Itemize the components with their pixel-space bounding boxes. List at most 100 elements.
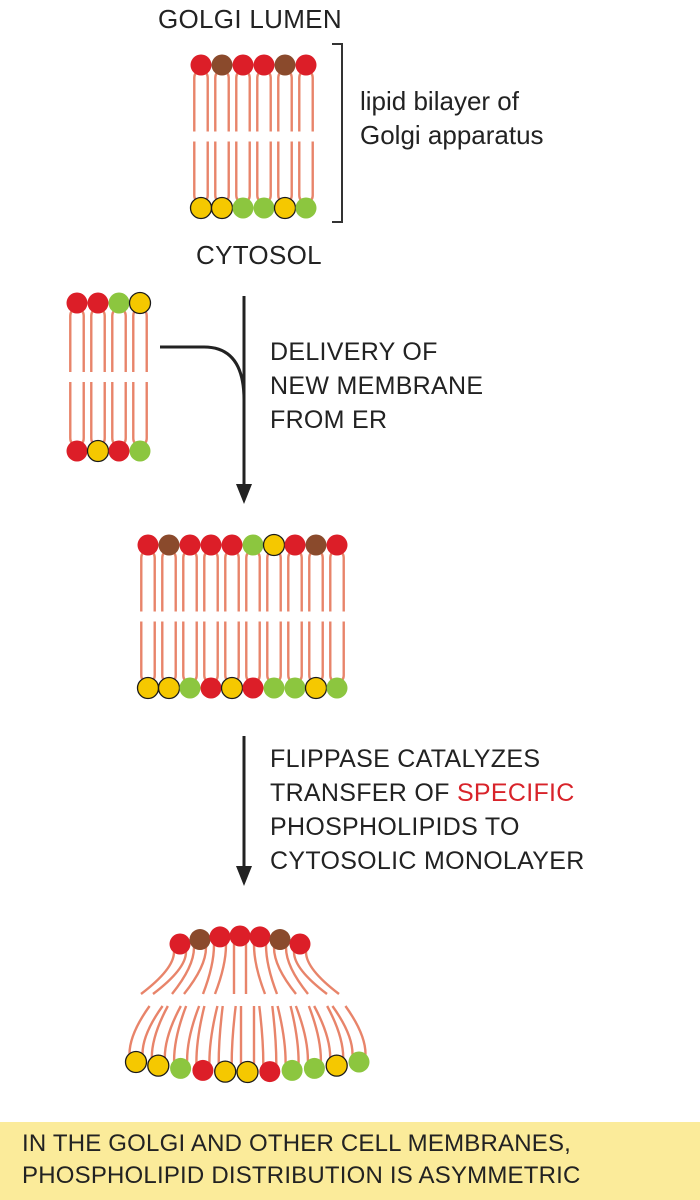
lipid-head-yellow (325, 1054, 348, 1077)
delivery-line-2: NEW MEMBRANE (270, 372, 484, 400)
lipid-head-yellow (220, 676, 244, 700)
upper-lipid-tail (245, 550, 261, 612)
lower-lipid-tail (182, 621, 198, 683)
bilayer-caption: lipid bilayer of Golgi apparatus (360, 84, 544, 152)
flippase-line-3: PHOSPHOLIPIDS TO (270, 813, 520, 841)
lipid-head-green (284, 677, 306, 699)
lipid-head-yellow (273, 196, 297, 220)
lipid-head-red (326, 534, 348, 556)
delivery-line-3: FROM ER (270, 406, 388, 434)
upper-lipid-tail (329, 550, 345, 612)
curved-asymmetric-bilayer (124, 925, 370, 1084)
upper-lipid-tail (224, 550, 240, 612)
lipid-head-yellow (262, 533, 286, 557)
lipid-head-yellow (210, 196, 234, 220)
lipid-head-red (137, 534, 159, 556)
lipid-head-red (87, 292, 109, 314)
upper-lipid-tail (203, 550, 219, 612)
lower-lipid-tail (132, 382, 148, 446)
flippase-step-text: FLIPPASE CATALYZES TRANSFER OF SPECIFIC … (270, 742, 585, 878)
lower-lipid-tail (140, 621, 156, 683)
lower-lipid-tail (266, 621, 282, 683)
lipid-head-brown (189, 929, 211, 951)
lipid-head-red (289, 933, 311, 955)
upper-lipid-tail (308, 550, 324, 612)
fused-bilayer (136, 533, 348, 700)
lipid-head-brown (211, 54, 233, 76)
lipid-head-red (108, 440, 130, 462)
lipid-head-red (229, 925, 251, 947)
golgi-bilayer (189, 54, 317, 220)
lipid-head-green (253, 197, 275, 219)
lipid-head-red (190, 54, 212, 76)
lower-lipid-tail (90, 382, 106, 446)
lipid-head-green (232, 197, 254, 219)
lipid-head-green (108, 292, 130, 314)
upper-lipid-tail (266, 550, 282, 612)
flippase-line-2: TRANSFER OF SPECIFIC (270, 776, 585, 810)
lower-lipid-tail (161, 621, 177, 683)
lipid-head-yellow (214, 1060, 237, 1083)
er-vesicle-bilayer (66, 291, 152, 463)
lipid-head-yellow (236, 1060, 259, 1084)
lipid-head-red (253, 54, 275, 76)
conclusion-banner: IN THE GOLGI AND OTHER CELL MEMBRANES, P… (0, 1122, 700, 1200)
lower-lipid-tail (308, 621, 324, 683)
lipid-head-red (200, 534, 222, 556)
flippase-line-4: CYTOSOLIC MONOLAYER (270, 847, 585, 875)
lower-lipid-tail (203, 621, 219, 683)
lipid-head-brown (158, 534, 180, 556)
lipid-head-yellow (124, 1050, 148, 1074)
lipid-head-red (284, 534, 306, 556)
lower-lipid-tail (245, 621, 261, 683)
flippase-line-2-prefix: TRANSFER OF (270, 779, 457, 807)
upper-lipid-tail (140, 946, 188, 995)
lower-lipid-tail (193, 141, 209, 203)
lipid-head-yellow (128, 291, 152, 315)
lower-lipid-tail (224, 621, 240, 683)
lower-lipid-tail (214, 141, 230, 203)
lipid-head-red (179, 534, 201, 556)
delivery-step-text: DELIVERY OF NEW MEMBRANE FROM ER (270, 335, 483, 437)
lipid-head-yellow (189, 196, 213, 220)
lipid-head-red (169, 933, 191, 955)
upper-lipid-tail (214, 70, 230, 132)
lipid-head-red (221, 534, 243, 556)
lipid-head-red (192, 1059, 214, 1081)
upper-lipid-tail (111, 308, 127, 372)
bilayer-bracket (332, 43, 343, 223)
upper-lipid-tail (132, 308, 148, 372)
upper-lipid-tail (232, 938, 248, 994)
delivery-line-1: DELIVERY OF (270, 338, 438, 366)
lower-lipid-tail (195, 1005, 219, 1068)
lower-lipid-tail (69, 382, 85, 446)
bilayer-caption-line-1: lipid bilayer of (360, 86, 519, 116)
upper-lipid-tail (140, 550, 156, 612)
lipid-head-yellow (157, 676, 181, 700)
upper-lipid-tail (193, 70, 209, 132)
upper-lipid-tail (298, 70, 314, 132)
lipid-head-red (209, 926, 231, 948)
lipid-head-brown (269, 929, 291, 951)
delivery-arrow-head (236, 484, 252, 504)
golgi-lumen-label: GOLGI LUMEN (158, 4, 342, 34)
lipid-head-red (200, 677, 222, 699)
lipid-head-green (295, 197, 317, 219)
upper-lipid-tail (182, 550, 198, 612)
lower-lipid-tail (287, 621, 303, 683)
lipid-head-yellow (304, 676, 328, 700)
lower-lipid-tail (258, 1005, 278, 1069)
upper-lipid-tail (69, 308, 85, 372)
lipid-head-green (348, 1051, 370, 1073)
lipid-head-red (259, 1061, 281, 1083)
lipid-head-red (242, 677, 264, 699)
lipid-head-yellow (86, 439, 110, 463)
lipid-head-green (281, 1059, 303, 1081)
lower-lipid-tail (256, 141, 272, 203)
lower-lipid-tail (235, 141, 251, 203)
lipid-head-green (129, 440, 151, 462)
lower-lipid-tail (239, 1006, 256, 1070)
upper-lipid-tail (292, 946, 340, 995)
upper-lipid-tail (277, 70, 293, 132)
flippase-line-1: FLIPPASE CATALYZES (270, 745, 541, 773)
